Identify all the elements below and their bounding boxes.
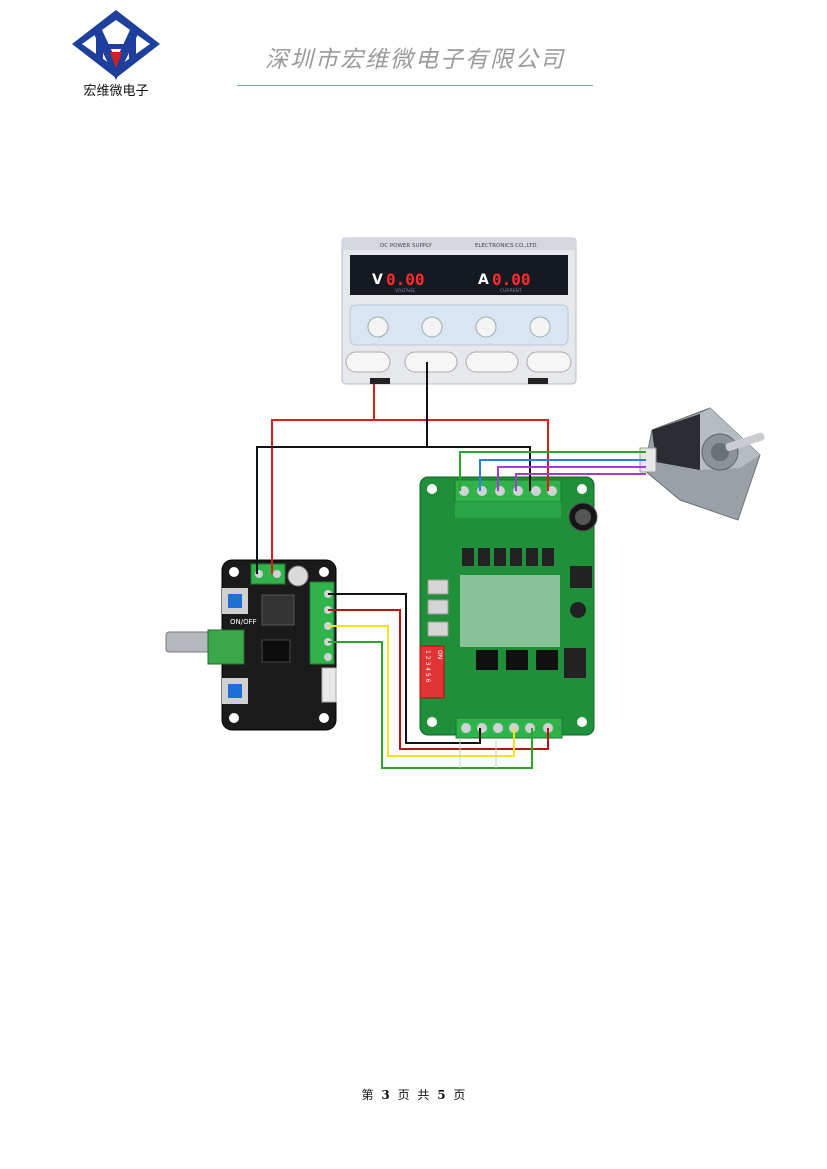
voltage-caption: VOLTAGE [395,288,415,294]
psu-title-right: ELECTRONICS CO.,LTD. [475,243,539,249]
stepper-motor [639,407,765,521]
logo-text: 宏维微电子 [83,84,149,99]
voltage-letter: V [372,272,383,288]
header-divider [237,85,593,86]
company-logo [72,10,160,80]
wires [256,362,646,769]
footer-label-c: 页 [453,1088,466,1102]
dip-switch-numbers: 1 2 3 4 5 6 [424,650,431,683]
footer-total-pages: 5 [437,1088,446,1102]
dip-switch-on: ON [436,650,443,659]
footer-label-a: 第 [361,1088,374,1102]
company-name: 深圳市宏维微电子有限公司 [265,47,565,73]
psu-title-left: DC POWER SUPPLY [380,243,432,249]
footer-label-b: 页 共 [397,1088,430,1102]
pulse-controller-board: ON/OFF [165,559,337,731]
footer-page-number: 3 [381,1088,390,1102]
on-off-label: ON/OFF [230,618,257,626]
voltage-reading: 0.00 [386,270,425,289]
page-footer: 第 3 页 共 5 页 [0,1086,827,1103]
dc-power-supply: DC POWER SUPPLY ELECTRONICS CO.,LTD. V 0… [341,237,577,385]
stepper-driver-board: ON 1 2 3 4 5 6 [419,476,598,739]
current-letter: A [478,272,489,288]
current-caption: CURRENT [500,288,522,294]
wiring-diagram: DC POWER SUPPLY ELECTRONICS CO.,LTD. V 0… [165,237,765,769]
current-reading: 0.00 [492,270,531,289]
